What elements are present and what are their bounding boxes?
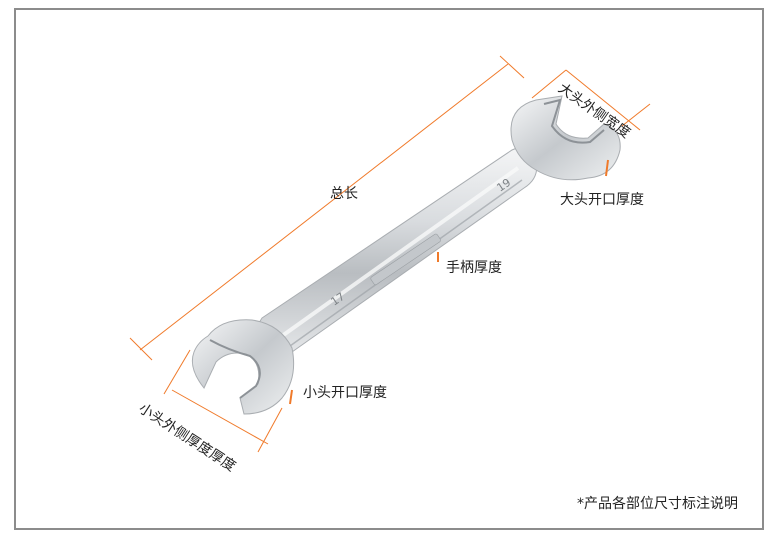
total-length-line: [139, 63, 509, 351]
small-head-width-line: [171, 389, 269, 445]
total-length-tick-left: [129, 337, 153, 361]
label-handle-thickness: 手柄厚度: [446, 260, 502, 276]
small-opening-tick: [289, 389, 293, 405]
wrench: 17 19: [191, 95, 621, 415]
total-length-tick-right: [499, 55, 525, 79]
small-head-ext-2: [257, 407, 283, 453]
large-head-ext-2: [621, 103, 651, 127]
label-large-head-opening-thickness: 大头开口厚度: [560, 192, 644, 208]
dimension-lines: [129, 55, 651, 453]
dimension-note: *产品各部位尺寸标注说明: [577, 496, 738, 512]
large-opening-tick: [605, 159, 609, 177]
small-head-ext-1: [163, 349, 191, 395]
large-head-width-line: [565, 69, 641, 131]
brand-engraving: [370, 233, 441, 285]
large-head-ext-1: [531, 69, 567, 99]
small-size-mark: 17: [328, 290, 347, 309]
large-size-mark: 19: [494, 176, 513, 195]
label-total-length: 总长: [330, 186, 358, 202]
label-small-head-opening-thickness: 小头开口厚度: [303, 385, 387, 401]
